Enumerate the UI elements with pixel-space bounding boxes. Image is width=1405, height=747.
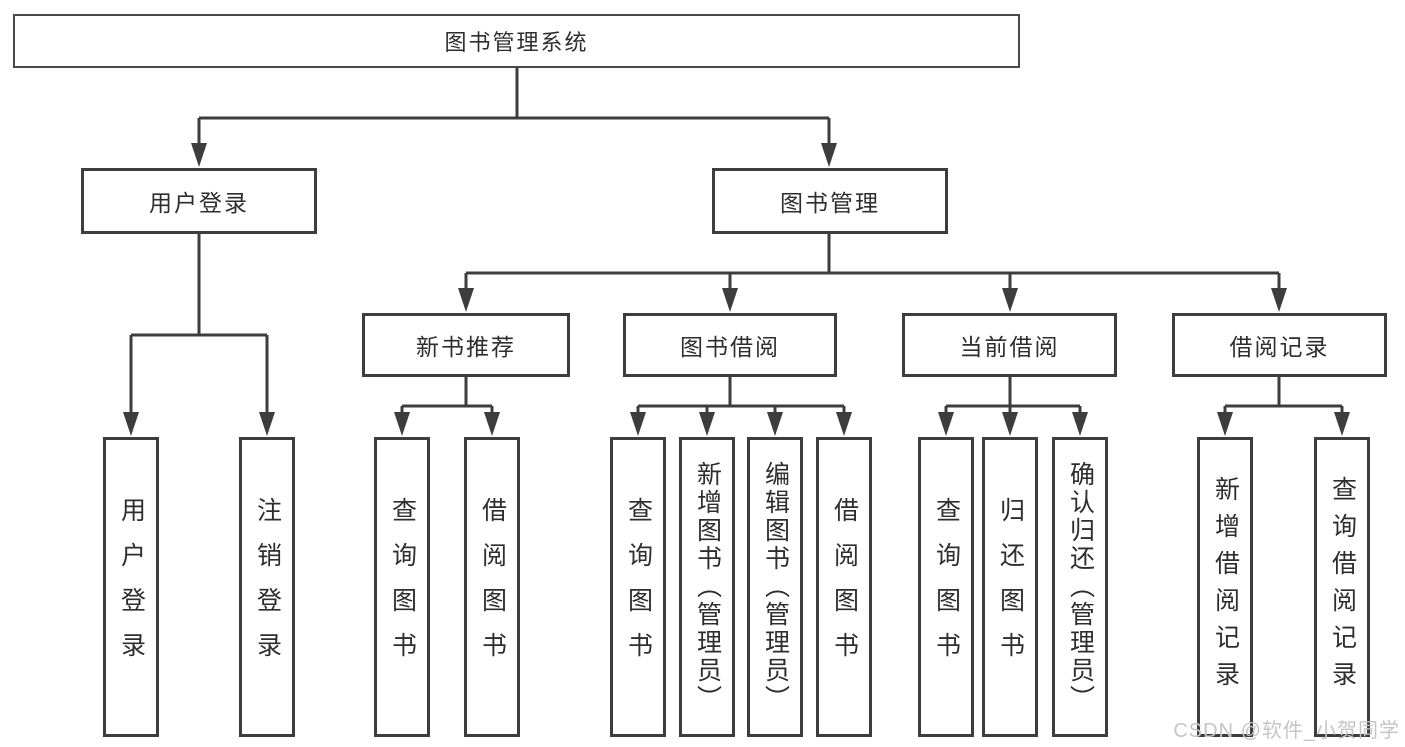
- node-user-login-branch: 用户登录: [81, 168, 317, 234]
- node-current-borrow: 当前借阅: [902, 313, 1117, 377]
- leaf-return-books: 归还图书: [982, 437, 1038, 737]
- leaf-query-books-borrow: 查询图书: [610, 437, 666, 737]
- leaf-query-books-recommend: 查询图书: [374, 437, 430, 737]
- csdn-watermark: CSDN @软件_小贺同学: [1173, 720, 1400, 742]
- leaf-query-borrow-record: 查询借阅记录: [1314, 437, 1370, 737]
- leaf-add-borrow-record: 新增借阅记录: [1197, 437, 1253, 737]
- leaf-borrow-books-recommend: 借阅图书: [464, 437, 520, 737]
- node-book-management-branch: 图书管理: [712, 168, 948, 234]
- connector-book-borrow-to-leaves: [630, 377, 852, 436]
- connector-book-management-to-sections: [458, 233, 1287, 312]
- connector-root-to-branches: [191, 68, 837, 167]
- connector-current-borrow-to-leaves: [938, 377, 1088, 436]
- connector-user-login-to-leaves: [123, 233, 275, 436]
- node-root-library-system: 图书管理系统: [13, 14, 1020, 68]
- connector-borrow-records-to-leaves: [1217, 377, 1350, 436]
- leaf-user-login: 用户登录: [103, 437, 159, 737]
- node-new-book-recommend: 新书推荐: [362, 313, 570, 377]
- node-borrow-records: 借阅记录: [1172, 313, 1387, 377]
- leaf-confirm-return-admin: 确认归还（管理员）: [1052, 437, 1108, 737]
- leaf-query-books-current: 查询图书: [918, 437, 974, 737]
- connector-new-book-recommend-to-leaves: [394, 377, 500, 436]
- leaf-edit-books-admin: 编辑图书（管理员）: [747, 437, 803, 737]
- leaf-add-books-admin: 新增图书（管理员）: [679, 437, 735, 737]
- leaf-borrow-books-borrow: 借阅图书: [816, 437, 872, 737]
- node-book-borrow: 图书借阅: [623, 313, 837, 377]
- leaf-logout: 注销登录: [239, 437, 295, 737]
